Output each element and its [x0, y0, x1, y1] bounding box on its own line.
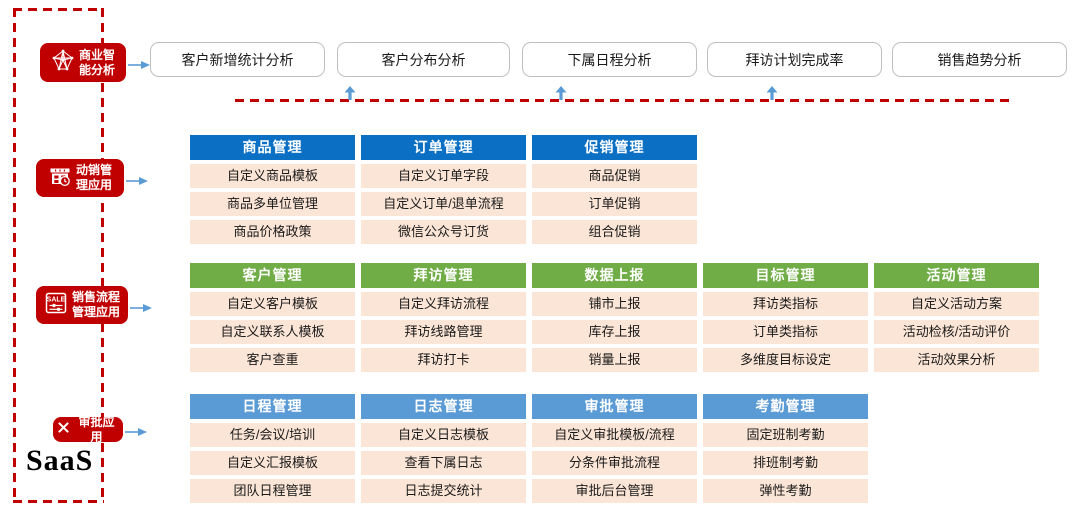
section-column: 数据上报铺市上报库存上报销量上报	[532, 263, 697, 372]
feature-cell: 订单类指标	[703, 320, 868, 344]
feature-cell: 商品价格政策	[190, 220, 355, 244]
feature-cell: 自定义订单字段	[361, 164, 526, 188]
frame-edge-bottom	[13, 500, 104, 503]
module-label-sales-process: SALE 销售流程管理应用	[36, 286, 128, 324]
module-label-sales-movement: 动销管理应用	[36, 159, 124, 197]
column-header: 促销管理	[532, 135, 697, 160]
feature-cell: 自定义审批模板/流程	[532, 423, 697, 447]
feature-cell: 库存上报	[532, 320, 697, 344]
feature-cell: 自定义客户模板	[190, 292, 355, 316]
analysis-box: 客户分布分析	[337, 42, 510, 77]
feature-cell: 自定义订单/退单流程	[361, 192, 526, 216]
saas-label: SaaS	[26, 444, 94, 477]
feature-cell: 自定义汇报模板	[190, 451, 355, 475]
section-approval: 日程管理任务/会议/培训自定义汇报模板团队日程管理日志管理自定义日志模板查看下属…	[190, 394, 868, 503]
flow-arrow-right-icon	[128, 57, 150, 75]
feature-cell: 审批后台管理	[532, 479, 697, 503]
module-label-text: 动销管理应用	[75, 163, 112, 192]
analysis-box: 销售趋势分析	[892, 42, 1067, 77]
sale-sliders-icon: SALE	[44, 291, 68, 320]
analysis-box: 下属日程分析	[522, 42, 697, 77]
feature-cell: 销量上报	[532, 348, 697, 372]
frame-edge-top	[13, 8, 104, 11]
feature-cell: 自定义日志模板	[361, 423, 526, 447]
feature-cell: 分条件审批流程	[532, 451, 697, 475]
section-column: 考勤管理固定班制考勤排班制考勤弹性考勤	[703, 394, 868, 503]
feature-cell: 固定班制考勤	[703, 423, 868, 447]
flow-arrow-right-icon	[130, 300, 152, 318]
bi-network-icon	[51, 48, 75, 77]
feature-cell: 多维度目标设定	[703, 348, 868, 372]
column-header: 目标管理	[703, 263, 868, 288]
svg-text:SALE: SALE	[47, 296, 66, 303]
storefront-icon	[48, 164, 72, 193]
frame-edge-left	[13, 8, 16, 503]
section-column: 目标管理拜访类指标订单类指标多维度目标设定	[703, 263, 868, 372]
feature-cell: 日志提交统计	[361, 479, 526, 503]
feature-cell: 商品多单位管理	[190, 192, 355, 216]
module-label-text: 销售流程管理应用	[71, 290, 120, 319]
section-column: 拜访管理自定义拜访流程拜访线路管理拜访打卡	[361, 263, 526, 372]
analysis-box: 拜访计划完成率	[707, 42, 882, 77]
frame-edge-right	[101, 8, 104, 503]
flow-arrow-up-icon	[766, 86, 778, 105]
feature-cell: 活动检核/活动评价	[874, 320, 1039, 344]
feature-cell: 自定义拜访流程	[361, 292, 526, 316]
feature-cell: 拜访类指标	[703, 292, 868, 316]
module-label-business-intelligence: 商业智能分析	[40, 43, 126, 82]
column-header: 活动管理	[874, 263, 1039, 288]
column-header: 客户管理	[190, 263, 355, 288]
feature-cell: 活动效果分析	[874, 348, 1039, 372]
flow-arrow-up-icon	[555, 86, 567, 105]
feature-cell: 订单促销	[532, 192, 697, 216]
section-column: 订单管理自定义订单字段自定义订单/退单流程微信公众号订货	[361, 135, 526, 244]
feature-cell: 铺市上报	[532, 292, 697, 316]
module-label-text: 商业智能分析	[78, 47, 115, 77]
dashed-divider-line	[235, 99, 1015, 102]
section-column: 商品管理自定义商品模板商品多单位管理商品价格政策	[190, 135, 355, 244]
saas-dashed-frame	[13, 8, 104, 503]
feature-cell: 拜访打卡	[361, 348, 526, 372]
section-column: 审批管理自定义审批模板/流程分条件审批流程审批后台管理	[532, 394, 697, 503]
feature-cell: 自定义活动方案	[874, 292, 1039, 316]
feature-cell: 弹性考勤	[703, 479, 868, 503]
feature-cell: 自定义商品模板	[190, 164, 355, 188]
column-header: 订单管理	[361, 135, 526, 160]
section-sales-process: 客户管理自定义客户模板自定义联系人模板客户查重拜访管理自定义拜访流程拜访线路管理…	[190, 263, 1039, 372]
cross-icon	[57, 421, 70, 439]
feature-cell: 任务/会议/培训	[190, 423, 355, 447]
feature-cell: 查看下属日志	[361, 451, 526, 475]
feature-cell: 团队日程管理	[190, 479, 355, 503]
feature-cell: 客户查重	[190, 348, 355, 372]
section-column: 促销管理商品促销订单促销组合促销	[532, 135, 697, 244]
section-sales-movement: 商品管理自定义商品模板商品多单位管理商品价格政策订单管理自定义订单字段自定义订单…	[190, 135, 697, 244]
module-label-approval: 审批应用	[53, 414, 123, 444]
feature-cell: 商品促销	[532, 164, 697, 188]
section-column: 日志管理自定义日志模板查看下属日志日志提交统计	[361, 394, 526, 503]
analysis-box: 客户新增统计分析	[150, 42, 325, 77]
feature-cell: 拜访线路管理	[361, 320, 526, 344]
feature-cell: 组合促销	[532, 220, 697, 244]
feature-cell: 自定义联系人模板	[190, 320, 355, 344]
section-column: 客户管理自定义客户模板自定义联系人模板客户查重	[190, 263, 355, 372]
feature-cell: 排班制考勤	[703, 451, 868, 475]
column-header: 数据上报	[532, 263, 697, 288]
column-header: 拜访管理	[361, 263, 526, 288]
section-column: 日程管理任务/会议/培训自定义汇报模板团队日程管理	[190, 394, 355, 503]
column-header: 审批管理	[532, 394, 697, 419]
column-header: 日志管理	[361, 394, 526, 419]
flow-arrow-right-icon	[125, 424, 147, 442]
section-column: 活动管理自定义活动方案活动检核/活动评价活动效果分析	[874, 263, 1039, 372]
flow-arrow-right-icon	[126, 173, 148, 191]
column-header: 考勤管理	[703, 394, 868, 419]
column-header: 日程管理	[190, 394, 355, 419]
flow-arrow-up-icon	[344, 86, 356, 105]
feature-cell: 微信公众号订货	[361, 220, 526, 244]
module-label-text: 审批应用	[78, 414, 115, 444]
column-header: 商品管理	[190, 135, 355, 160]
